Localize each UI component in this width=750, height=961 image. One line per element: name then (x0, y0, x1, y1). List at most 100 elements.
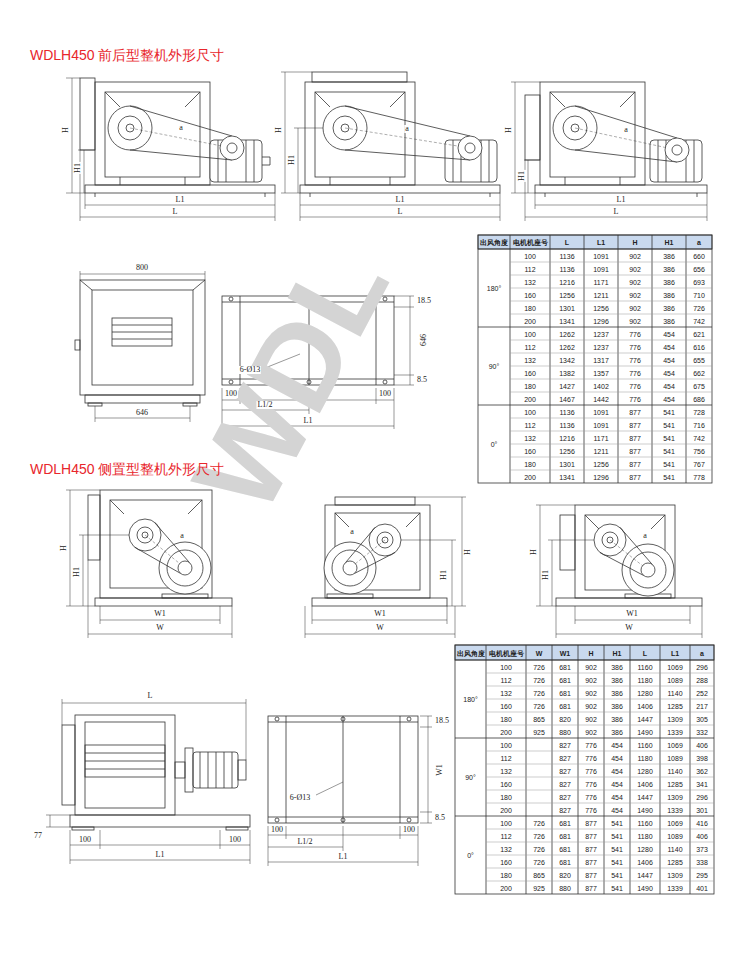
fan-elevation (80, 78, 275, 197)
label-anchor: 200 (524, 473, 536, 480)
table-cell: 662 (693, 369, 705, 376)
fan-top-view (62, 725, 75, 805)
label-anchor: 1256 (559, 291, 575, 298)
label-anchor: 877 (629, 408, 641, 415)
table-cell: 742 (693, 317, 705, 324)
dimension-table (486, 645, 690, 894)
base-plan (222, 296, 394, 385)
label-anchor: 1285 (667, 702, 683, 709)
label-anchor: 132 (500, 767, 512, 774)
base-plan (222, 296, 394, 385)
table-cell: 1285 (667, 780, 683, 787)
label-anchor: H (275, 126, 283, 134)
fan-elevation (315, 92, 405, 177)
dimension-label: L1 (338, 853, 349, 861)
label-anchor: 865 (533, 871, 545, 878)
fan-side-elevation (100, 490, 212, 598)
base-plan (275, 818, 279, 822)
section-title: WDLH450 侧置型整机外形尺寸 (30, 462, 224, 476)
table-header: H (588, 649, 593, 656)
label-anchor: 296 (696, 663, 708, 670)
label-anchor: 398 (696, 754, 708, 761)
dimension-label: H (60, 544, 68, 552)
table-cell: 776 (585, 780, 597, 787)
label-anchor: 362 (696, 767, 708, 774)
fan-elevation (665, 138, 689, 162)
dimension-table (478, 235, 712, 483)
table-cell: 1490 (637, 806, 653, 813)
label-anchor: 288 (696, 676, 708, 683)
label-anchor: 681 (559, 676, 571, 683)
dimension-label: H (62, 126, 70, 134)
label-anchor: 776 (585, 754, 597, 761)
dimension-label: L1 (395, 196, 406, 204)
table-cell: 865 (533, 715, 545, 722)
table-cell: 820 (559, 715, 571, 722)
fan-elevation (130, 106, 232, 160)
table-cell: 776 (585, 741, 597, 748)
table-cell: 100 (500, 741, 512, 748)
table-cell: 160 (524, 369, 536, 376)
label-anchor: 1089 (667, 754, 683, 761)
table-cell: 776 (629, 395, 641, 402)
table-cell: 778 (693, 473, 705, 480)
table-cell: 1357 (593, 369, 609, 376)
label-anchor: 1341 (559, 317, 575, 324)
dimension-lines (62, 699, 246, 760)
table-cell: 827 (559, 754, 571, 761)
label-anchor: 454 (663, 343, 675, 350)
table-cell: 1285 (667, 858, 683, 865)
table-cell: 902 (629, 265, 641, 272)
base-plan (307, 297, 311, 301)
table-cell: 112 (524, 265, 535, 272)
label-anchor: 776 (629, 343, 641, 350)
table-cell: 1467 (559, 395, 575, 402)
table-cell: 541 (663, 460, 675, 467)
label-anchor: 160 (524, 447, 536, 454)
label-anchor: 877 (585, 858, 597, 865)
label-anchor: 902 (629, 317, 641, 324)
fan-top-view (185, 748, 193, 792)
fan-side-elevation (178, 561, 192, 575)
label-anchor: 6-Ø13 (289, 794, 311, 802)
dimension-lines (100, 606, 220, 624)
fan-top-view (85, 745, 165, 777)
table-cell: 1091 (593, 408, 609, 415)
label-anchor: H1 (73, 566, 81, 578)
table-cell: 112 (500, 832, 511, 839)
table-cell: 902 (629, 278, 641, 285)
label-anchor: 681 (559, 689, 571, 696)
label-anchor: 296 (696, 793, 708, 800)
base-plan (407, 717, 411, 721)
label-anchor: H (62, 126, 70, 134)
label-anchor: 1309 (667, 715, 683, 722)
table-cell: 681 (559, 832, 571, 839)
dimension-label: W (624, 624, 634, 632)
label-anchor: W (375, 624, 385, 632)
dimension-table (455, 645, 714, 894)
table-cell: 681 (559, 689, 571, 696)
fan-elevation (341, 124, 349, 132)
table-cell: 1490 (637, 884, 653, 891)
table-cell: 541 (611, 832, 623, 839)
label-anchor: 出风角度 (480, 239, 508, 246)
label-anchor: 180 (524, 460, 536, 467)
label-anchor: 693 (693, 278, 705, 285)
table-cell: 1309 (667, 793, 683, 800)
label-anchor: 778 (693, 473, 705, 480)
label-anchor: 100 (524, 330, 536, 337)
base-plan (341, 818, 345, 822)
dimension-lines (536, 505, 702, 638)
dimension-label: H1 (288, 154, 296, 166)
table-cell: 454 (663, 330, 675, 337)
label-anchor: 1069 (667, 819, 683, 826)
label-anchor: 1301 (559, 304, 575, 311)
fan-front-view (80, 280, 205, 339)
table-cell: 1309 (667, 871, 683, 878)
dimension-lines (316, 782, 343, 795)
label-anchor: 295 (696, 871, 708, 878)
label-anchor: 541 (611, 858, 623, 865)
label-anchor: 827 (559, 754, 571, 761)
table-cell: 454 (611, 793, 623, 800)
